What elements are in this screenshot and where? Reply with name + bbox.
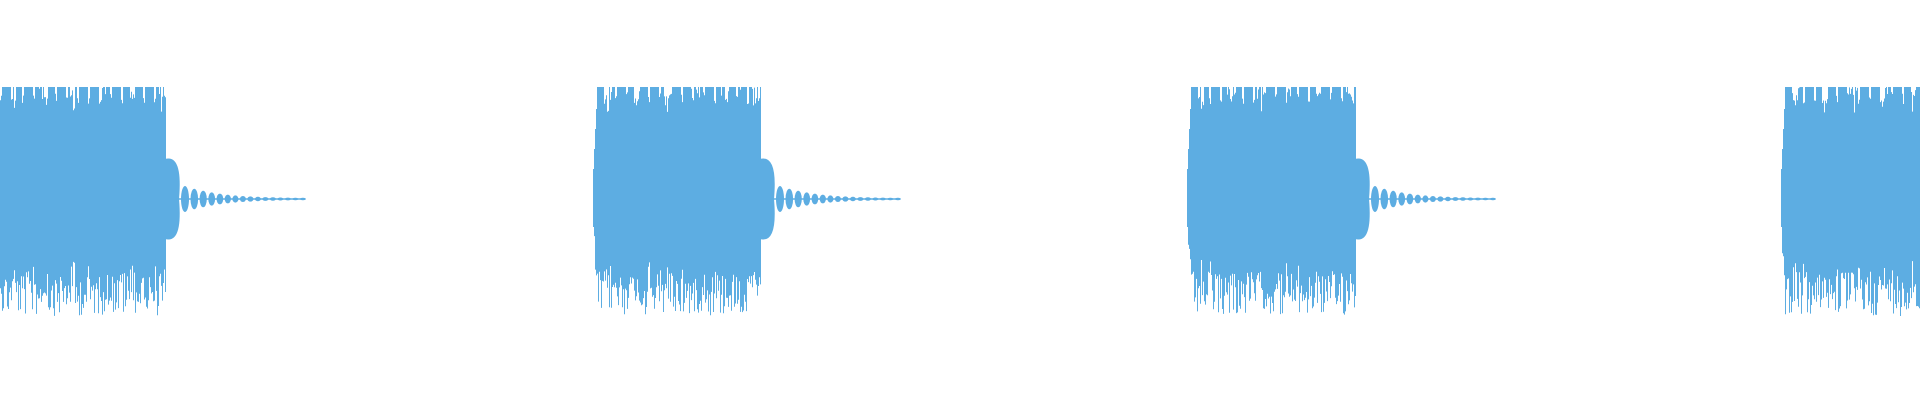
waveform-core [0,171,165,227]
waveform-core [593,171,760,227]
waveform-core [1187,171,1355,227]
waveform-decay-bulge [165,158,180,240]
sound-burst-1 [0,87,306,316]
waveform-decay-bulge [760,158,775,240]
waveform-decay-bulge [1355,158,1370,240]
waveform-core [1781,171,1920,227]
sound-burst-3 [1187,87,1496,315]
sound-burst-4-partial [1781,87,1920,316]
sound-burst-2 [593,87,901,316]
